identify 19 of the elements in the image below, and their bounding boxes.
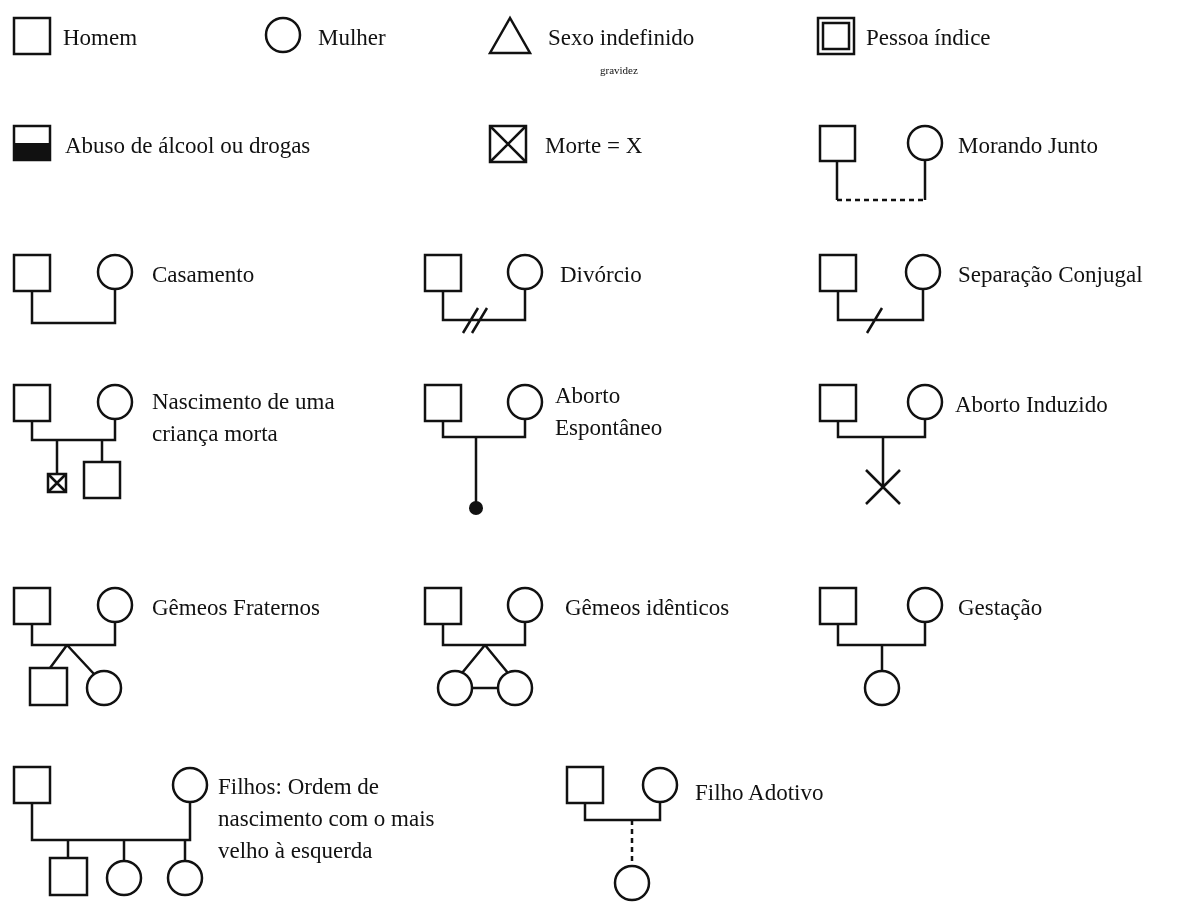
legend-text: Aborto Espontâneo [555,382,664,442]
note-text: gravidez [600,64,638,77]
legend-text: Gêmeos Fraternos [152,594,320,622]
legend-text: Sexo indefinido [548,24,695,52]
legend-text: Separação Conjugal [958,261,1143,289]
legend-text: Gêmeos idênticos [565,594,730,622]
legend-text: Divórcio [560,261,642,289]
legend-text: Filhos: Ordem de nascimento com o mais velho à esquerda [218,773,436,865]
legend-text: Gestação [958,594,1043,622]
legend-text: Casamento [152,261,255,289]
legend-text: Abuso de álcool ou drogas [65,132,311,160]
legend-text: Homem [63,24,138,52]
legend-text: Aborto Induzido [955,391,1108,419]
legend-text: Filho Adotivo [695,779,824,807]
legend-text: Morando Junto [958,132,1098,160]
legend-text: Morte = X [545,132,643,160]
legend-text: Mulher [318,24,386,52]
legend-text: Nascimento de uma criança morta [152,388,336,448]
legend-text: Pessoa índice [866,24,991,52]
